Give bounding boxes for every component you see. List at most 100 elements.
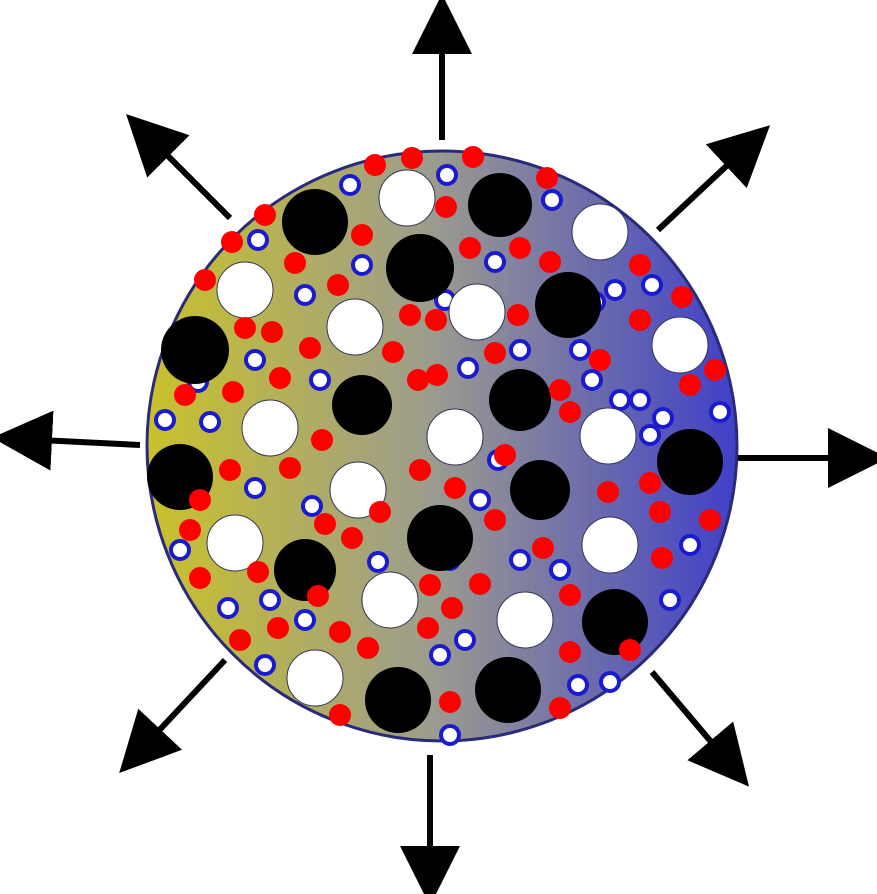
medium-particle — [327, 299, 383, 355]
tiny-particle — [311, 371, 329, 389]
small-particle — [269, 367, 291, 389]
medium-particle — [287, 650, 343, 706]
tiny-particle — [201, 413, 219, 431]
small-particle — [649, 501, 671, 523]
small-particle — [419, 574, 441, 596]
small-particle — [459, 237, 481, 259]
tiny-particle — [583, 371, 601, 389]
medium-particle — [379, 170, 435, 226]
medium-particle — [580, 408, 636, 464]
small-particle — [494, 444, 516, 466]
medium-particle — [242, 400, 298, 456]
tiny-particle — [171, 541, 189, 559]
small-particle — [327, 274, 349, 296]
tiny-particle — [246, 479, 264, 497]
small-particle — [369, 501, 391, 523]
medium-particle — [427, 409, 483, 465]
tiny-particle — [261, 591, 279, 609]
small-particle — [589, 349, 611, 371]
tiny-particle — [431, 646, 449, 664]
small-particle — [509, 237, 531, 259]
tiny-particle — [511, 551, 529, 569]
small-particle — [267, 617, 289, 639]
small-particle — [651, 547, 673, 569]
tiny-particle — [543, 191, 561, 209]
small-particle — [629, 254, 651, 276]
tiny-particle — [303, 497, 321, 515]
small-particle — [507, 304, 529, 326]
medium-particle — [362, 572, 418, 628]
tiny-particle — [369, 553, 387, 571]
large-particle — [510, 460, 570, 520]
large-particle — [489, 369, 551, 431]
small-particle — [699, 509, 721, 531]
large-particle — [365, 667, 431, 733]
tiny-particle — [296, 611, 314, 629]
tiny-particle — [296, 286, 314, 304]
small-particle — [189, 567, 211, 589]
small-particle — [484, 342, 506, 364]
small-particle — [219, 459, 241, 481]
small-particle — [532, 537, 554, 559]
medium-particle — [572, 204, 628, 260]
small-particle — [299, 337, 321, 359]
small-particle — [254, 204, 276, 226]
small-particle — [597, 481, 619, 503]
small-particle — [539, 251, 561, 273]
small-particle — [444, 477, 466, 499]
tiny-particle — [601, 673, 619, 691]
small-particle — [329, 704, 351, 726]
small-particle — [279, 457, 301, 479]
small-particle — [462, 146, 484, 168]
large-particle — [475, 657, 541, 723]
medium-particle — [449, 284, 505, 340]
small-particle — [407, 369, 429, 391]
small-particle — [559, 401, 581, 423]
medium-particle — [497, 592, 553, 648]
small-particle — [401, 147, 423, 169]
large-particle — [282, 189, 348, 255]
tiny-particle — [661, 591, 679, 609]
tiny-particle — [631, 391, 649, 409]
small-particle — [247, 561, 269, 583]
small-particle — [179, 519, 201, 541]
medium-particle — [217, 262, 273, 318]
small-particle — [307, 585, 329, 607]
small-particle — [357, 637, 379, 659]
arrow-left — [40, 440, 140, 445]
tiny-particle — [606, 281, 624, 299]
large-particle — [468, 173, 532, 237]
tiny-particle — [249, 231, 267, 249]
tiny-particle — [219, 599, 237, 617]
small-particle — [629, 309, 651, 331]
small-particle — [469, 573, 491, 595]
small-particle — [704, 359, 726, 381]
tiny-particle — [353, 256, 371, 274]
tiny-particle — [438, 166, 456, 184]
tiny-particle — [441, 726, 459, 744]
tiny-particle — [571, 341, 589, 359]
tiny-particle — [643, 276, 661, 294]
medium-particle — [652, 317, 708, 373]
tiny-particle — [654, 409, 672, 427]
small-particle — [229, 629, 251, 651]
small-particle — [484, 509, 506, 531]
small-particle — [549, 379, 571, 401]
small-particle — [435, 196, 457, 218]
small-particle — [234, 317, 256, 339]
tiny-particle — [641, 426, 659, 444]
small-particle — [417, 617, 439, 639]
tiny-particle — [456, 631, 474, 649]
small-particle — [221, 231, 243, 253]
small-particle — [189, 489, 211, 511]
small-particle — [425, 309, 447, 331]
small-particle — [679, 374, 701, 396]
tiny-particle — [341, 176, 359, 194]
tiny-particle — [569, 676, 587, 694]
small-particle — [671, 286, 693, 308]
large-particle — [332, 375, 392, 435]
small-particle — [409, 459, 431, 481]
small-particle — [311, 429, 333, 451]
